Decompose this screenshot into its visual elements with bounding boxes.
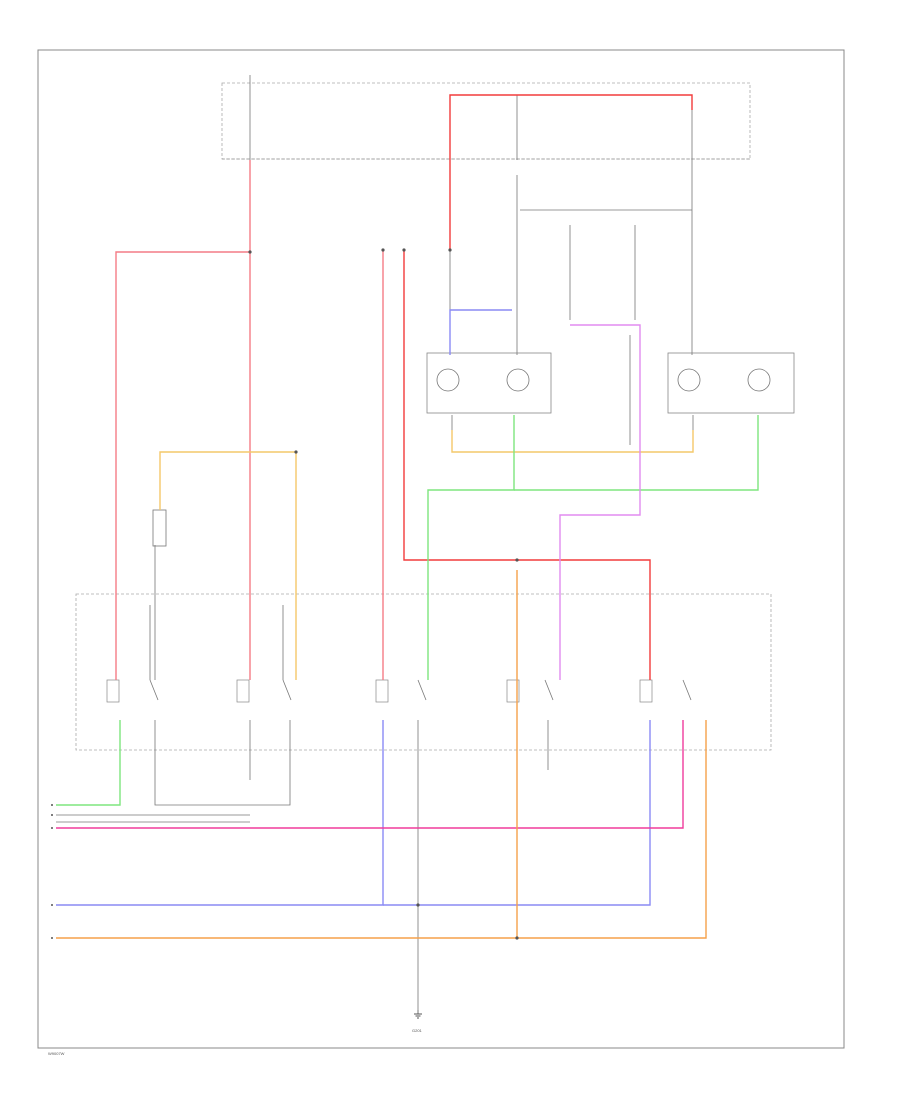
power-distribution-box [221,82,751,160]
green-wires [56,415,759,806]
violet-wires [559,324,641,680]
headlamp-bulb-icon [436,368,771,392]
splice-dots [248,248,519,940]
right-headlamp-box [667,352,795,414]
gray-wires [56,75,694,1010]
orange-wires [56,570,707,939]
relay-icon [106,679,692,703]
blue-wires [56,309,651,906]
relay-module-box [75,593,772,751]
yellow-wires [159,430,694,680]
left-headlamp-box [426,352,552,414]
wire-end-markers [51,804,53,939]
ground-label: G201 [412,1028,423,1033]
pink-wires [115,160,384,680]
resistor-icon [152,509,167,547]
ground-icon [414,1010,422,1019]
red-wires [403,94,693,680]
diagram-border [37,49,845,1049]
diagram-code: W9007W [48,1051,65,1056]
magenta-wires [56,720,684,829]
